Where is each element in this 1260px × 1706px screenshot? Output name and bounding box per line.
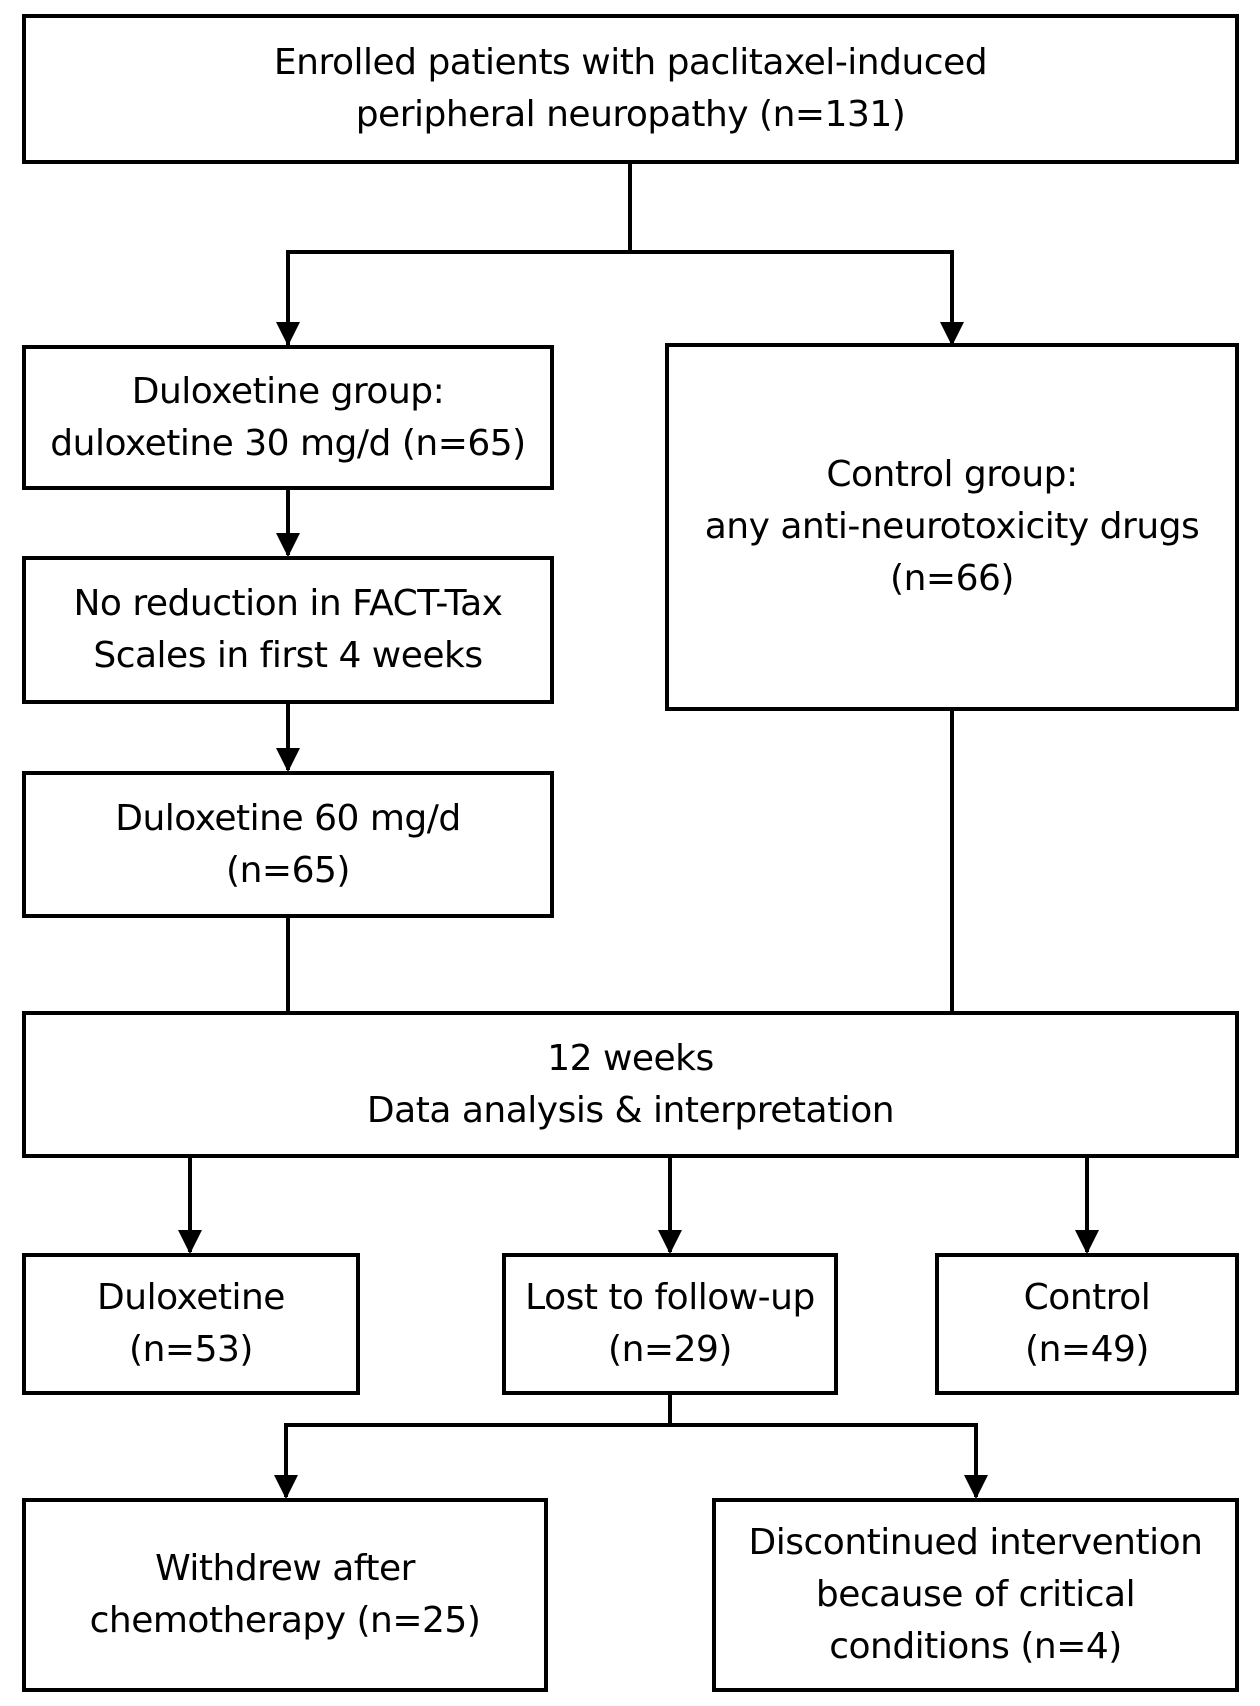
enrolled-box: Enrolled patients with paclitaxel-induce…	[22, 14, 1239, 164]
duloxetine-group-line-1: Duloxetine group:	[131, 370, 445, 412]
analysis-line-2: Data analysis & interpretation	[366, 1089, 895, 1131]
control-group-box: Control group: any anti-neurotoxicity dr…	[665, 343, 1239, 711]
withdrew-box: Withdrew after chemotherapy (n=25)	[22, 1498, 548, 1692]
enrolled-line-1: Enrolled patients with paclitaxel-induce…	[273, 42, 988, 83]
lost-line-2: (n=29)	[608, 1329, 732, 1370]
arrowhead-duloxetine-final	[178, 1230, 202, 1254]
arrowhead-discontinued	[964, 1475, 988, 1499]
arrowhead-withdrew	[274, 1475, 298, 1499]
discontinued-line-3: conditions (n=4)	[829, 1626, 1122, 1667]
duloxetine-group-line-2: duloxetine 30 mg/d (n=65)	[50, 422, 526, 464]
duloxetine-final-line-1: Duloxetine	[97, 1277, 285, 1318]
duloxetine-60-box: Duloxetine 60 mg/d (n=65)	[22, 771, 554, 918]
arrowhead-no-reduction	[276, 533, 300, 557]
control-group-line-2: any anti-neurotoxicity drugs	[704, 506, 1200, 547]
no-reduction-line-1: No reduction in FACT-Tax	[73, 583, 503, 624]
duloxetine-final-line-2: (n=53)	[129, 1329, 253, 1370]
enrolled-line-2: peripheral neuropathy (n=131)	[355, 94, 906, 135]
withdrew-line-2: chemotherapy (n=25)	[89, 1600, 481, 1641]
lost-line-1: Lost to follow-up	[525, 1277, 815, 1318]
arrowhead-control-final	[1075, 1230, 1099, 1254]
arrowhead-control-group	[940, 322, 964, 346]
control-group-line-1: Control group:	[826, 454, 1078, 495]
duloxetine-group-box: Duloxetine group: duloxetine 30 mg/d (n=…	[22, 345, 554, 490]
arrowhead-lost	[658, 1230, 682, 1254]
lost-box: Lost to follow-up (n=29)	[502, 1253, 838, 1395]
duloxetine-60-line-1: Duloxetine 60 mg/d	[115, 797, 461, 839]
control-final-box: Control (n=49)	[935, 1253, 1239, 1395]
duloxetine-final-box: Duloxetine (n=53)	[22, 1253, 360, 1395]
analysis-line-1: 12 weeks	[547, 1037, 714, 1079]
control-final-line-2: (n=49)	[1025, 1329, 1149, 1370]
no-reduction-line-2: Scales in first 4 weeks	[93, 635, 483, 676]
discontinued-line-1: Discontinued intervention	[748, 1522, 1203, 1563]
no-reduction-box: No reduction in FACT-Tax Scales in first…	[22, 556, 554, 704]
withdrew-line-1: Withdrew after	[155, 1548, 415, 1589]
discontinued-box: Discontinued intervention because of cri…	[712, 1498, 1239, 1692]
arrowhead-duloxetine-60	[276, 748, 300, 772]
control-group-line-3: (n=66)	[890, 558, 1014, 599]
discontinued-line-2: because of critical	[815, 1574, 1136, 1615]
duloxetine-60-line-2: (n=65)	[226, 849, 350, 891]
control-final-line-1: Control	[1023, 1277, 1151, 1318]
arrowhead-duloxetine-group	[276, 322, 300, 346]
analysis-box: 12 weeks Data analysis & interpretation	[22, 1011, 1239, 1158]
